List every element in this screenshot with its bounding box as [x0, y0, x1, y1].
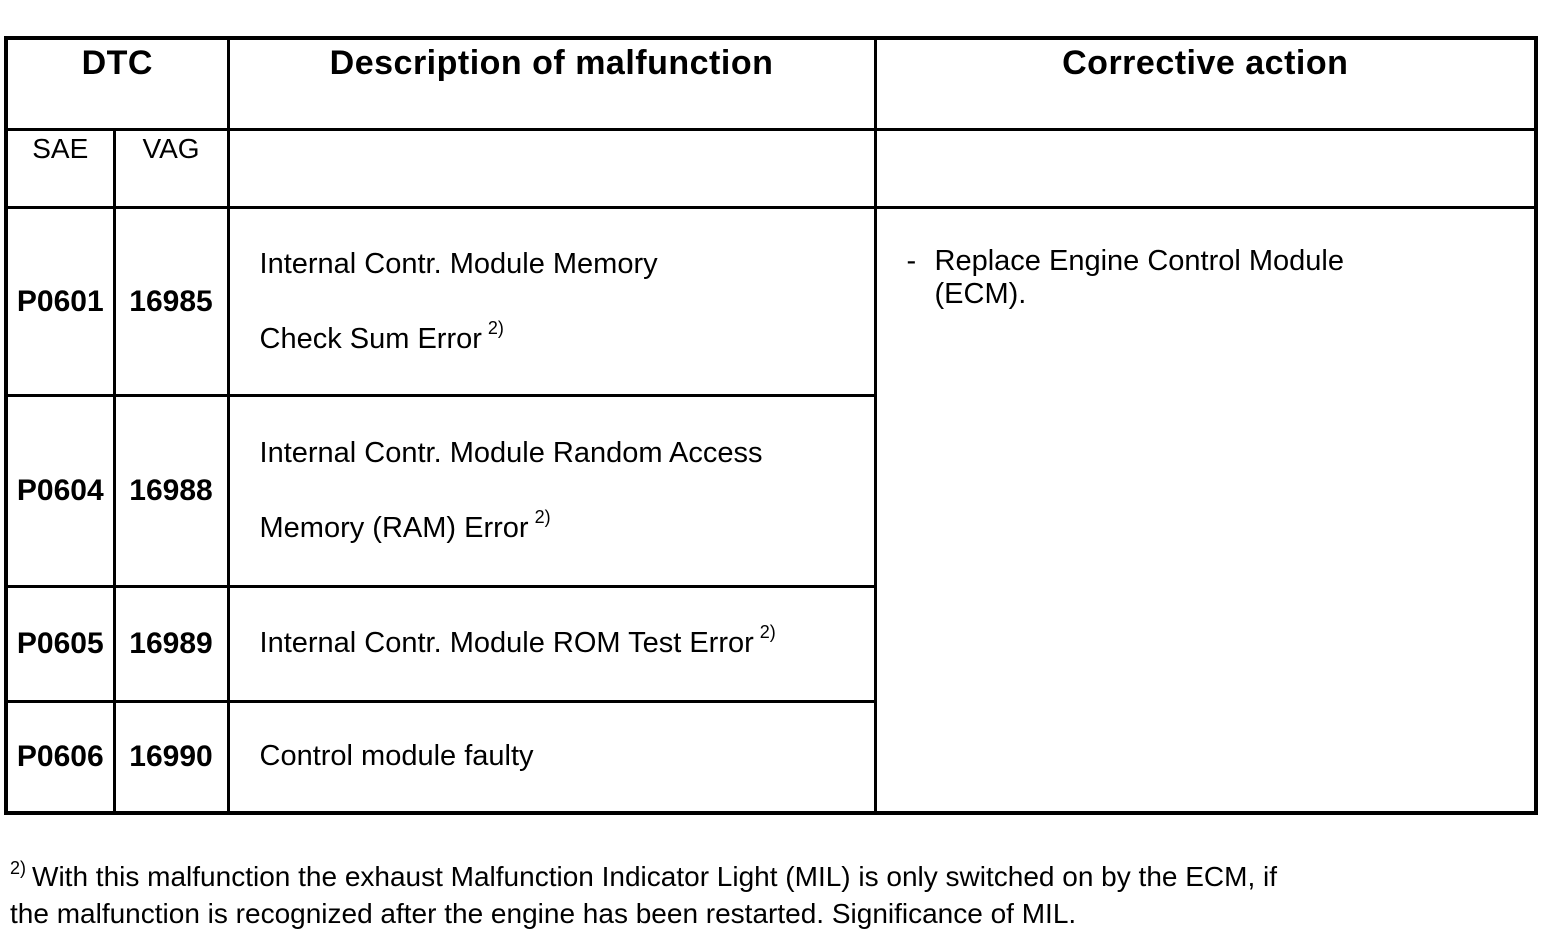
description-line: Check Sum Error	[259, 322, 482, 355]
subheader-sae: SAE	[4, 127, 116, 209]
description-line: Memory (RAM) Error	[259, 512, 529, 545]
description-line: Control module faulty	[259, 740, 534, 773]
dtc-table: DTC Description of malfunction Correctiv…	[4, 36, 1538, 815]
vag-code: 16989	[112, 585, 230, 703]
description-line: Internal Contr. Module Memory	[259, 247, 658, 280]
sae-code: P0604	[4, 394, 116, 589]
table-row: P0605 16989 Internal Contr. Module ROM T…	[4, 585, 1536, 703]
vag-code: 16985	[112, 205, 230, 398]
malfunction-description: Internal Contr. Module Random Access Mem…	[226, 394, 877, 589]
sae-code: P0605	[4, 585, 116, 703]
description-line: Internal Contr. Module Random Access	[259, 437, 763, 470]
header-description: Description of malfunction	[226, 36, 877, 131]
table-row: P0604 16988 Internal Contr. Module Rando…	[4, 394, 1536, 589]
sae-code: P0601	[4, 205, 116, 398]
action-line: Replace Engine Control Module	[934, 244, 1344, 277]
subheader-row: SAE VAG	[4, 127, 1538, 209]
footnote-marker: 2)	[487, 317, 504, 338]
footnote-text: With this malfunction the exhaust Malfun…	[10, 861, 1278, 929]
table-row: P0606 16990 Control module faulty	[4, 699, 1536, 815]
header-dtc: DTC	[4, 36, 230, 131]
header-corrective-action: Corrective action	[873, 36, 1538, 131]
subheader-vag: VAG	[112, 127, 230, 209]
corrective-action: -Replace Engine Control Module (ECM).	[873, 205, 1538, 815]
vag-code: 16990	[112, 699, 230, 815]
malfunction-description: Internal Contr. Module Memory Check Sum …	[226, 205, 877, 398]
malfunction-description: Control module faulty	[226, 699, 877, 815]
description-line: Internal Contr. Module ROM Test Error	[259, 627, 754, 660]
header-row: DTC Description of malfunction Correctiv…	[4, 36, 1538, 131]
subheader-description-empty	[226, 127, 877, 209]
action-line: (ECM).	[934, 277, 1027, 310]
sae-code: P0606	[4, 699, 116, 815]
footnote: 2)With this malfunction the exhaust Malf…	[10, 858, 1310, 932]
vag-code: 16988	[112, 394, 230, 589]
footnote-marker: 2)	[10, 858, 27, 878]
footnote-marker: 2)	[759, 622, 776, 643]
subheader-action-empty	[873, 127, 1538, 209]
footnote-marker: 2)	[534, 507, 551, 528]
table-row: P0601 16985 Internal Contr. Module Memor…	[4, 205, 1538, 815]
bullet-dash: -	[906, 244, 917, 277]
